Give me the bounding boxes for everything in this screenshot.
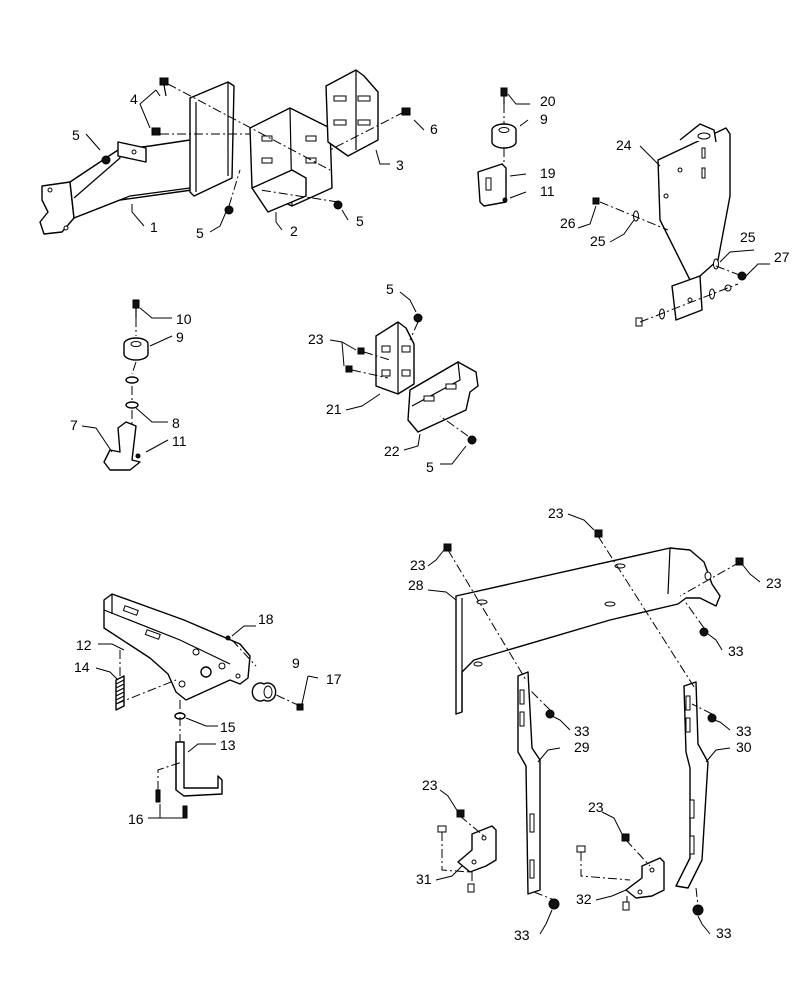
part-4-bolt-head-2 [151,127,161,136]
callout-labels: 1 2 3 4 5 5 5 5 5 6 7 8 9 9 9 10 11 11 1… [70,91,790,943]
part-6-bolt-head [401,107,411,116]
callout-32: 32 [576,891,592,907]
callout-20: 20 [540,93,556,109]
callout-26: 26 [560,215,576,231]
mounting-plate [189,81,235,197]
bracket-19-assembly [477,87,530,207]
callout-23-c: 23 [410,557,426,573]
callout-23-e: 23 [422,777,438,793]
fender-28-assembly [427,513,761,935]
callout-5-e: 5 [426,459,434,475]
part-31-clip [457,825,497,873]
callout-7: 7 [70,417,78,433]
callout-21: 21 [326,401,342,417]
callout-3: 3 [396,157,404,173]
part-2-angle-bracket [249,107,333,213]
callout-33-a: 33 [728,643,744,659]
callout-6: 6 [430,121,438,137]
bracket-12-assembly [95,593,319,819]
callout-2: 2 [290,223,298,239]
callout-23-a: 23 [308,331,324,347]
callout-25-a: 25 [590,233,606,249]
part-30-strut [675,681,709,889]
clamp-7-assembly [81,299,173,471]
callout-5-a: 5 [72,127,80,143]
callout-17: 17 [326,671,342,687]
callout-18: 18 [258,611,274,627]
part-1-support-arm [39,139,193,235]
callout-33-c: 33 [736,723,752,739]
callout-11-a: 11 [540,183,555,199]
callout-23-b: 23 [548,505,564,521]
callout-24: 24 [616,137,632,153]
support-bracket-assembly [39,69,425,235]
callout-10: 10 [176,311,192,327]
part-29-strut [517,671,541,895]
callout-23-f: 23 [588,799,604,815]
callout-28: 28 [408,577,424,593]
part-28-fender [455,547,721,715]
callout-9-c: 9 [292,655,300,671]
callout-5-b: 5 [196,225,204,241]
callout-25-b: 25 [740,229,756,245]
callout-29: 29 [574,739,590,755]
callout-4: 4 [130,91,138,107]
callout-12: 12 [76,637,92,653]
callout-14: 14 [74,659,90,675]
callout-31: 31 [416,871,432,887]
callout-30: 30 [736,739,752,755]
panel-24-assembly [577,123,770,327]
callout-33-e: 33 [716,925,732,941]
callout-16: 16 [128,811,144,827]
part-5-nut-3 [333,200,343,210]
callout-19: 19 [540,165,556,181]
callout-13: 13 [220,737,236,753]
part-3-formed-bracket [325,69,379,157]
callout-33-b: 33 [574,723,590,739]
callout-27: 27 [774,249,790,265]
callout-22: 22 [384,443,400,459]
bracket-21-22-assembly [329,291,479,465]
part-4-bolt-head [159,77,169,86]
callout-5-d: 5 [386,281,394,297]
callout-5-c: 5 [356,213,364,229]
callout-11-b: 11 [172,433,187,449]
callout-9-a: 9 [540,111,548,127]
part-32-clip [625,857,665,899]
callout-8: 8 [172,415,180,431]
part-5-nut [101,155,111,165]
callout-23-d: 23 [766,575,782,591]
callout-9-b: 9 [176,329,184,345]
callout-15: 15 [220,719,236,735]
callout-33-d: 33 [514,927,530,943]
callout-1: 1 [150,219,158,235]
